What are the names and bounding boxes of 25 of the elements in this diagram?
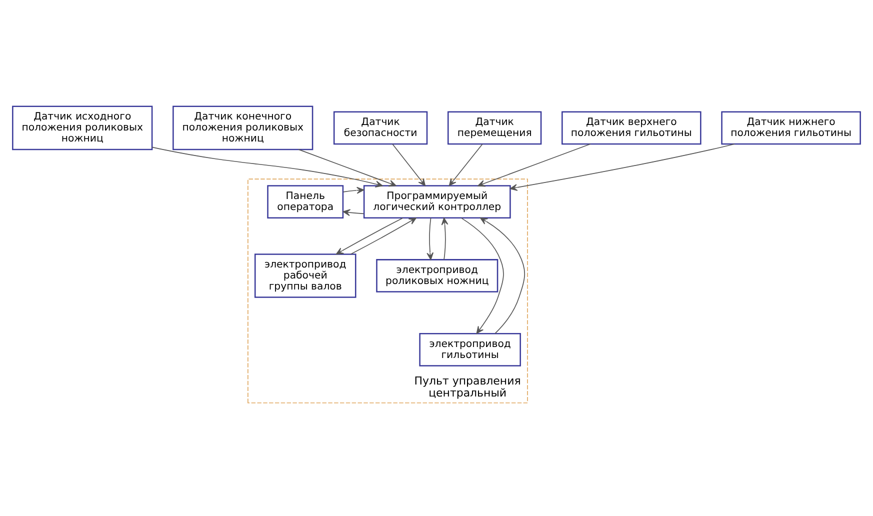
node-box: Программируемый логический контроллер [363, 185, 511, 218]
node-box: электропривод гильотины [419, 332, 521, 366]
arrow [342, 186, 364, 194]
arrow [298, 149, 396, 187]
arrow [510, 144, 735, 191]
arrow [392, 144, 426, 186]
arrow [478, 144, 591, 187]
arrow [448, 144, 483, 186]
arrow [336, 218, 404, 255]
arrow [460, 218, 504, 334]
node-box: Датчик исходного положения роликовых ножниц [12, 106, 153, 150]
node-box: электропривод роликовых ножниц [376, 259, 498, 292]
node-box: Датчик нижнего положения гильотины [721, 111, 861, 145]
node-box: электропривод рабочей группы валов [254, 254, 356, 298]
arrow [480, 218, 525, 334]
arrow [350, 218, 416, 255]
arrow [152, 146, 383, 188]
node-box: Датчик перемещения [447, 111, 542, 145]
node-box: Датчик конечного положения роликовых ножниц [172, 106, 314, 150]
arrow [426, 218, 434, 260]
node-box: Датчик верхнего положения гильотины [562, 111, 702, 145]
arrow [342, 209, 364, 216]
node-box: Панель оператора [267, 185, 344, 218]
node-box: Датчик безопасности [333, 111, 428, 145]
arrow [441, 218, 448, 260]
